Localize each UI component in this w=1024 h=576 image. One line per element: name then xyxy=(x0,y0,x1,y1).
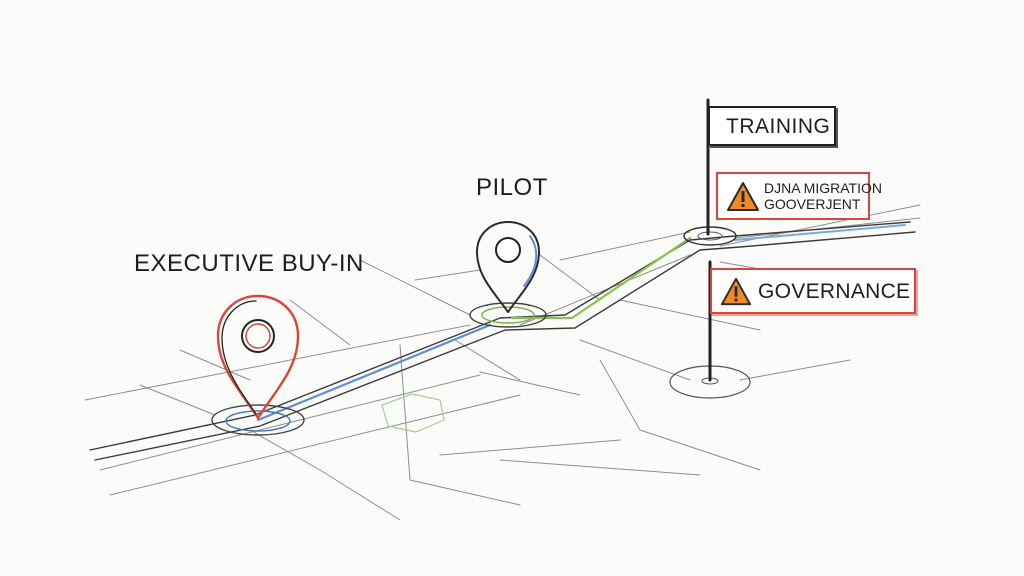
pilot-pin-base xyxy=(469,302,547,328)
executive-pin-base xyxy=(211,404,305,436)
data-migration-sign: DJNA MIGRATION GOOVERJENT xyxy=(716,172,882,220)
warning-triangle-icon xyxy=(727,182,759,211)
governance-sign: GOVERNANCE xyxy=(710,268,916,314)
training-post-base xyxy=(683,226,737,246)
training-sign: TRAINING xyxy=(708,106,836,146)
data-migration-line1: DJNA MIGRATION xyxy=(764,180,882,196)
park-area xyxy=(381,393,445,433)
governance-sign-text: GOVERNANCE xyxy=(758,280,911,303)
data-migration-line2: GOOVERJENT xyxy=(764,196,861,212)
executive-map-pin-icon xyxy=(216,294,300,420)
route-blue-end xyxy=(734,224,906,241)
pilot-label: PILOT xyxy=(476,174,548,201)
pilot-map-pin-icon xyxy=(476,221,540,313)
training-sign-text: TRAINING xyxy=(726,115,831,138)
executive-buy-in-label: EXECUTIVE BUY-IN xyxy=(134,250,364,277)
warning-triangle-icon xyxy=(720,277,752,306)
route-blue-segment xyxy=(256,323,492,422)
